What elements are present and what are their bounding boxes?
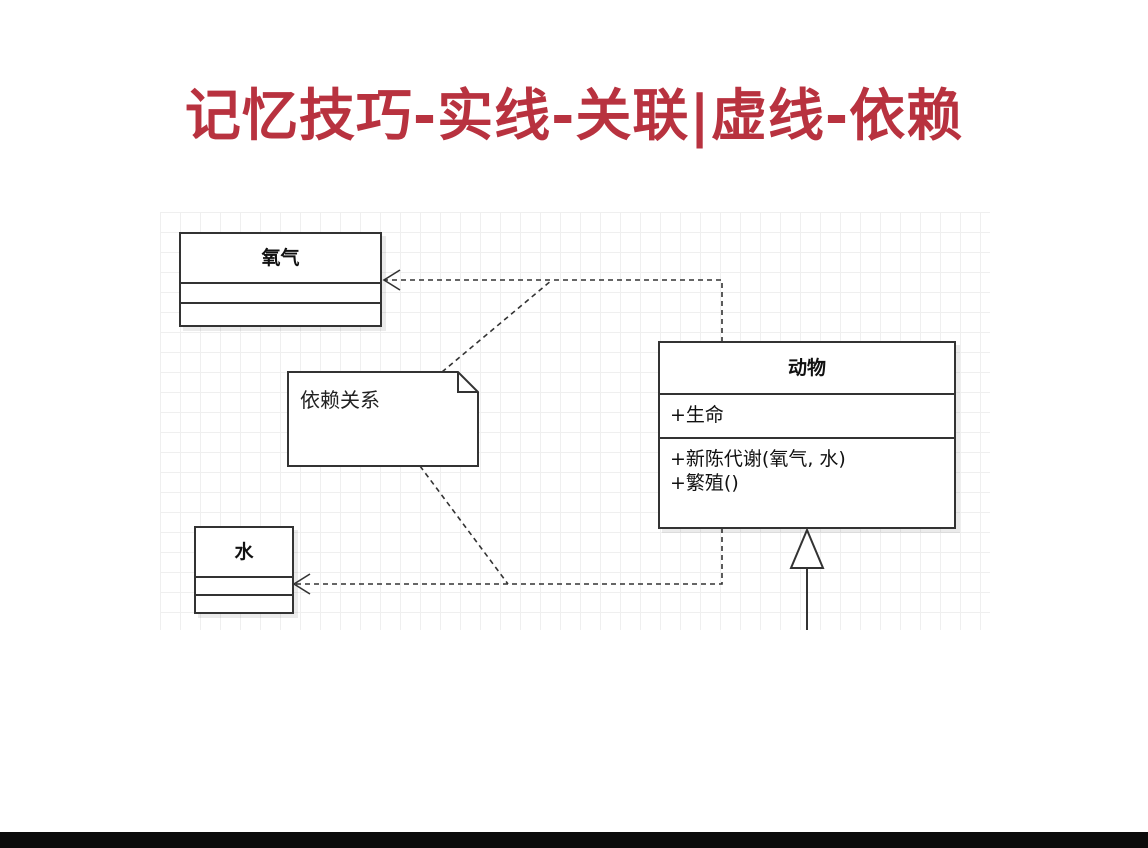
class-animal-attributes: +生命	[660, 393, 954, 437]
note-shape	[287, 371, 479, 467]
bottom-bar	[0, 832, 1148, 848]
method-metabolism: +新陈代谢(氧气, 水)	[670, 448, 846, 470]
class-water-name: 水	[234, 541, 254, 563]
note-text: 依赖关系	[300, 388, 380, 412]
class-water-attributes	[196, 576, 292, 594]
generalization-arrowhead	[789, 527, 825, 569]
note-anchor-line-bottom	[419, 465, 509, 585]
slide-title: 记忆技巧-实线-关联|虚线-依赖	[184, 84, 964, 149]
method-reproduce: +繁殖()	[670, 472, 739, 494]
class-animal-methods: +新陈代谢(氧气, 水) +繁殖()	[660, 437, 954, 525]
note-fold	[457, 372, 478, 393]
class-water-methods	[196, 594, 292, 612]
class-oxygen-name: 氧气	[261, 247, 300, 269]
note-anchor-line-top	[441, 279, 553, 373]
class-animal: 动物 +生命 +新陈代谢(氧气, 水) +繁殖()	[658, 341, 956, 529]
class-oxygen: 氧气	[179, 232, 382, 327]
class-oxygen-methods	[181, 302, 380, 325]
attribute-life: +生命	[670, 404, 724, 426]
class-water: 水	[194, 526, 294, 614]
class-animal-name: 动物	[787, 357, 826, 379]
dependency-line-water	[294, 528, 723, 585]
dependency-arrowhead-water	[292, 573, 311, 595]
dependency-arrowhead-oxygen	[382, 269, 401, 291]
class-oxygen-attributes	[181, 282, 380, 302]
dependency-line-oxygen	[384, 279, 723, 342]
